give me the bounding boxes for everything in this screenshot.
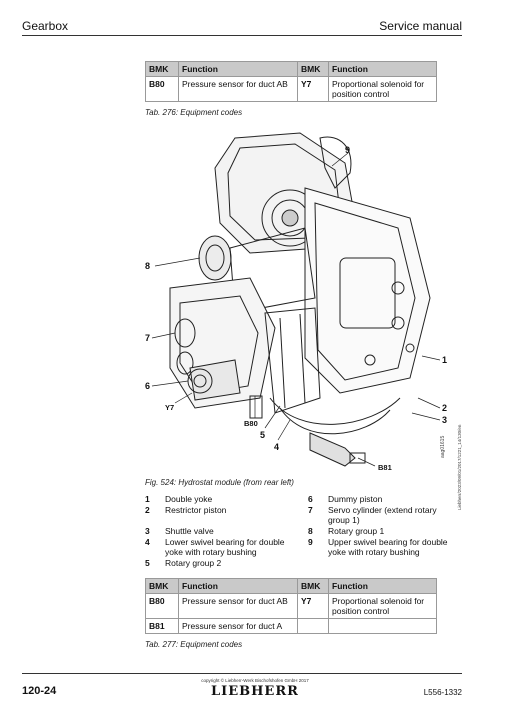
side-document-code: Liebherr/2023/09/01/2017/1221_14/130/en bbox=[457, 424, 462, 510]
legend-text: Shuttle valve bbox=[165, 526, 214, 536]
cell-function: Proportional solenoid for position contr… bbox=[328, 76, 437, 102]
legend-text: Dummy piston bbox=[328, 494, 383, 504]
cell-function: Pressure sensor for duct AB bbox=[178, 76, 298, 102]
page-number: 120-24 bbox=[22, 685, 57, 697]
legend-text: Servo cylinder (extend rotary group 1) bbox=[328, 505, 437, 525]
callout-b80: B80 bbox=[244, 419, 258, 428]
callout-7: 7 bbox=[145, 333, 150, 343]
footer-copyright: copyright © Liebherr-Werk Bischofshofen … bbox=[201, 678, 309, 683]
table-header-row: BMK Function BMK Function bbox=[145, 578, 437, 594]
col-header-function: Function bbox=[178, 61, 298, 77]
cell-bmk: B80 bbox=[145, 593, 179, 619]
legend-text: Double yoke bbox=[165, 494, 213, 504]
cell-bmk: Y7 bbox=[297, 593, 329, 619]
callout-4: 4 bbox=[274, 442, 279, 452]
legend-number: 2 bbox=[145, 505, 150, 515]
cell-function: Proportional solenoid for position contr… bbox=[328, 593, 437, 619]
legend-number: 5 bbox=[145, 558, 150, 568]
callout-1: 1 bbox=[442, 355, 447, 365]
legend-number: 1 bbox=[145, 494, 150, 504]
cell-function bbox=[328, 618, 437, 634]
callout-8: 8 bbox=[145, 261, 150, 271]
cell-function: Pressure sensor for duct AB bbox=[178, 593, 298, 619]
cell-bmk bbox=[297, 618, 329, 634]
cell-bmk: B81 bbox=[145, 618, 179, 634]
callout-b81: B81 bbox=[378, 463, 392, 472]
document-id: L556-1332 bbox=[423, 688, 462, 697]
liebherr-logo: LIEBHERR bbox=[211, 684, 299, 699]
hydrostat-module-figure: 9 8 7 6 Y7 B80 5 4 B81 1 2 3 aag01615 bbox=[140, 128, 450, 473]
col-header-bmk: BMK bbox=[297, 61, 329, 77]
col-header-function: Function bbox=[328, 61, 437, 77]
cell-bmk: Y7 bbox=[297, 76, 329, 102]
legend-text: Rotary group 2 bbox=[165, 558, 222, 568]
legend-number: 8 bbox=[308, 526, 313, 536]
legend-number: 9 bbox=[308, 537, 313, 547]
legend-text: Upper swivel bearing for double yoke wit… bbox=[328, 537, 448, 557]
callout-6: 6 bbox=[145, 381, 150, 391]
legend-text: Lower swivel bearing for double yoke wit… bbox=[165, 537, 285, 557]
callout-y7: Y7 bbox=[165, 403, 174, 412]
col-header-bmk: BMK bbox=[145, 578, 179, 594]
cell-function: Pressure sensor for duct A bbox=[178, 618, 298, 634]
callout-3: 3 bbox=[442, 415, 447, 425]
callout-5: 5 bbox=[260, 430, 265, 440]
table-2-caption: Tab. 277: Equipment codes bbox=[145, 640, 243, 649]
hydrostat-module-drawing: 9 8 7 6 Y7 B80 5 4 B81 1 2 3 aag01615 bbox=[145, 132, 447, 472]
legend-number: 6 bbox=[308, 494, 313, 504]
header-manual-type: Service manual bbox=[379, 19, 462, 33]
header-chapter: Gearbox bbox=[22, 19, 69, 33]
legend-text: Restrictor piston bbox=[165, 505, 227, 515]
col-header-function: Function bbox=[328, 578, 437, 594]
legend-number: 7 bbox=[308, 505, 313, 515]
legend-text: Rotary group 1 bbox=[328, 526, 385, 536]
legend-number: 4 bbox=[145, 537, 150, 547]
header-rule bbox=[22, 35, 462, 36]
legend-number: 3 bbox=[145, 526, 150, 536]
col-header-bmk: BMK bbox=[297, 578, 329, 594]
equipment-codes-table-1: BMK Function BMK Function B80 Pressure s… bbox=[145, 61, 437, 102]
table-row: B81 Pressure sensor for duct A bbox=[145, 618, 437, 634]
figure-code: aag01615 bbox=[440, 436, 446, 458]
table-row: B80 Pressure sensor for duct AB Y7 Propo… bbox=[145, 593, 437, 619]
cell-bmk: B80 bbox=[145, 76, 179, 102]
callout-9: 9 bbox=[345, 145, 350, 155]
equipment-codes-table-2: BMK Function BMK Function B80 Pressure s… bbox=[145, 578, 437, 634]
table-1-caption: Tab. 276: Equipment codes bbox=[145, 108, 243, 117]
footer-rule bbox=[22, 673, 462, 674]
figure-caption: Fig. 524: Hydrostat module (from rear le… bbox=[145, 478, 294, 487]
col-header-function: Function bbox=[178, 578, 298, 594]
col-header-bmk: BMK bbox=[145, 61, 179, 77]
table-header-row: BMK Function BMK Function bbox=[145, 61, 437, 77]
callout-2: 2 bbox=[442, 403, 447, 413]
table-row: B80 Pressure sensor for duct AB Y7 Propo… bbox=[145, 76, 437, 102]
